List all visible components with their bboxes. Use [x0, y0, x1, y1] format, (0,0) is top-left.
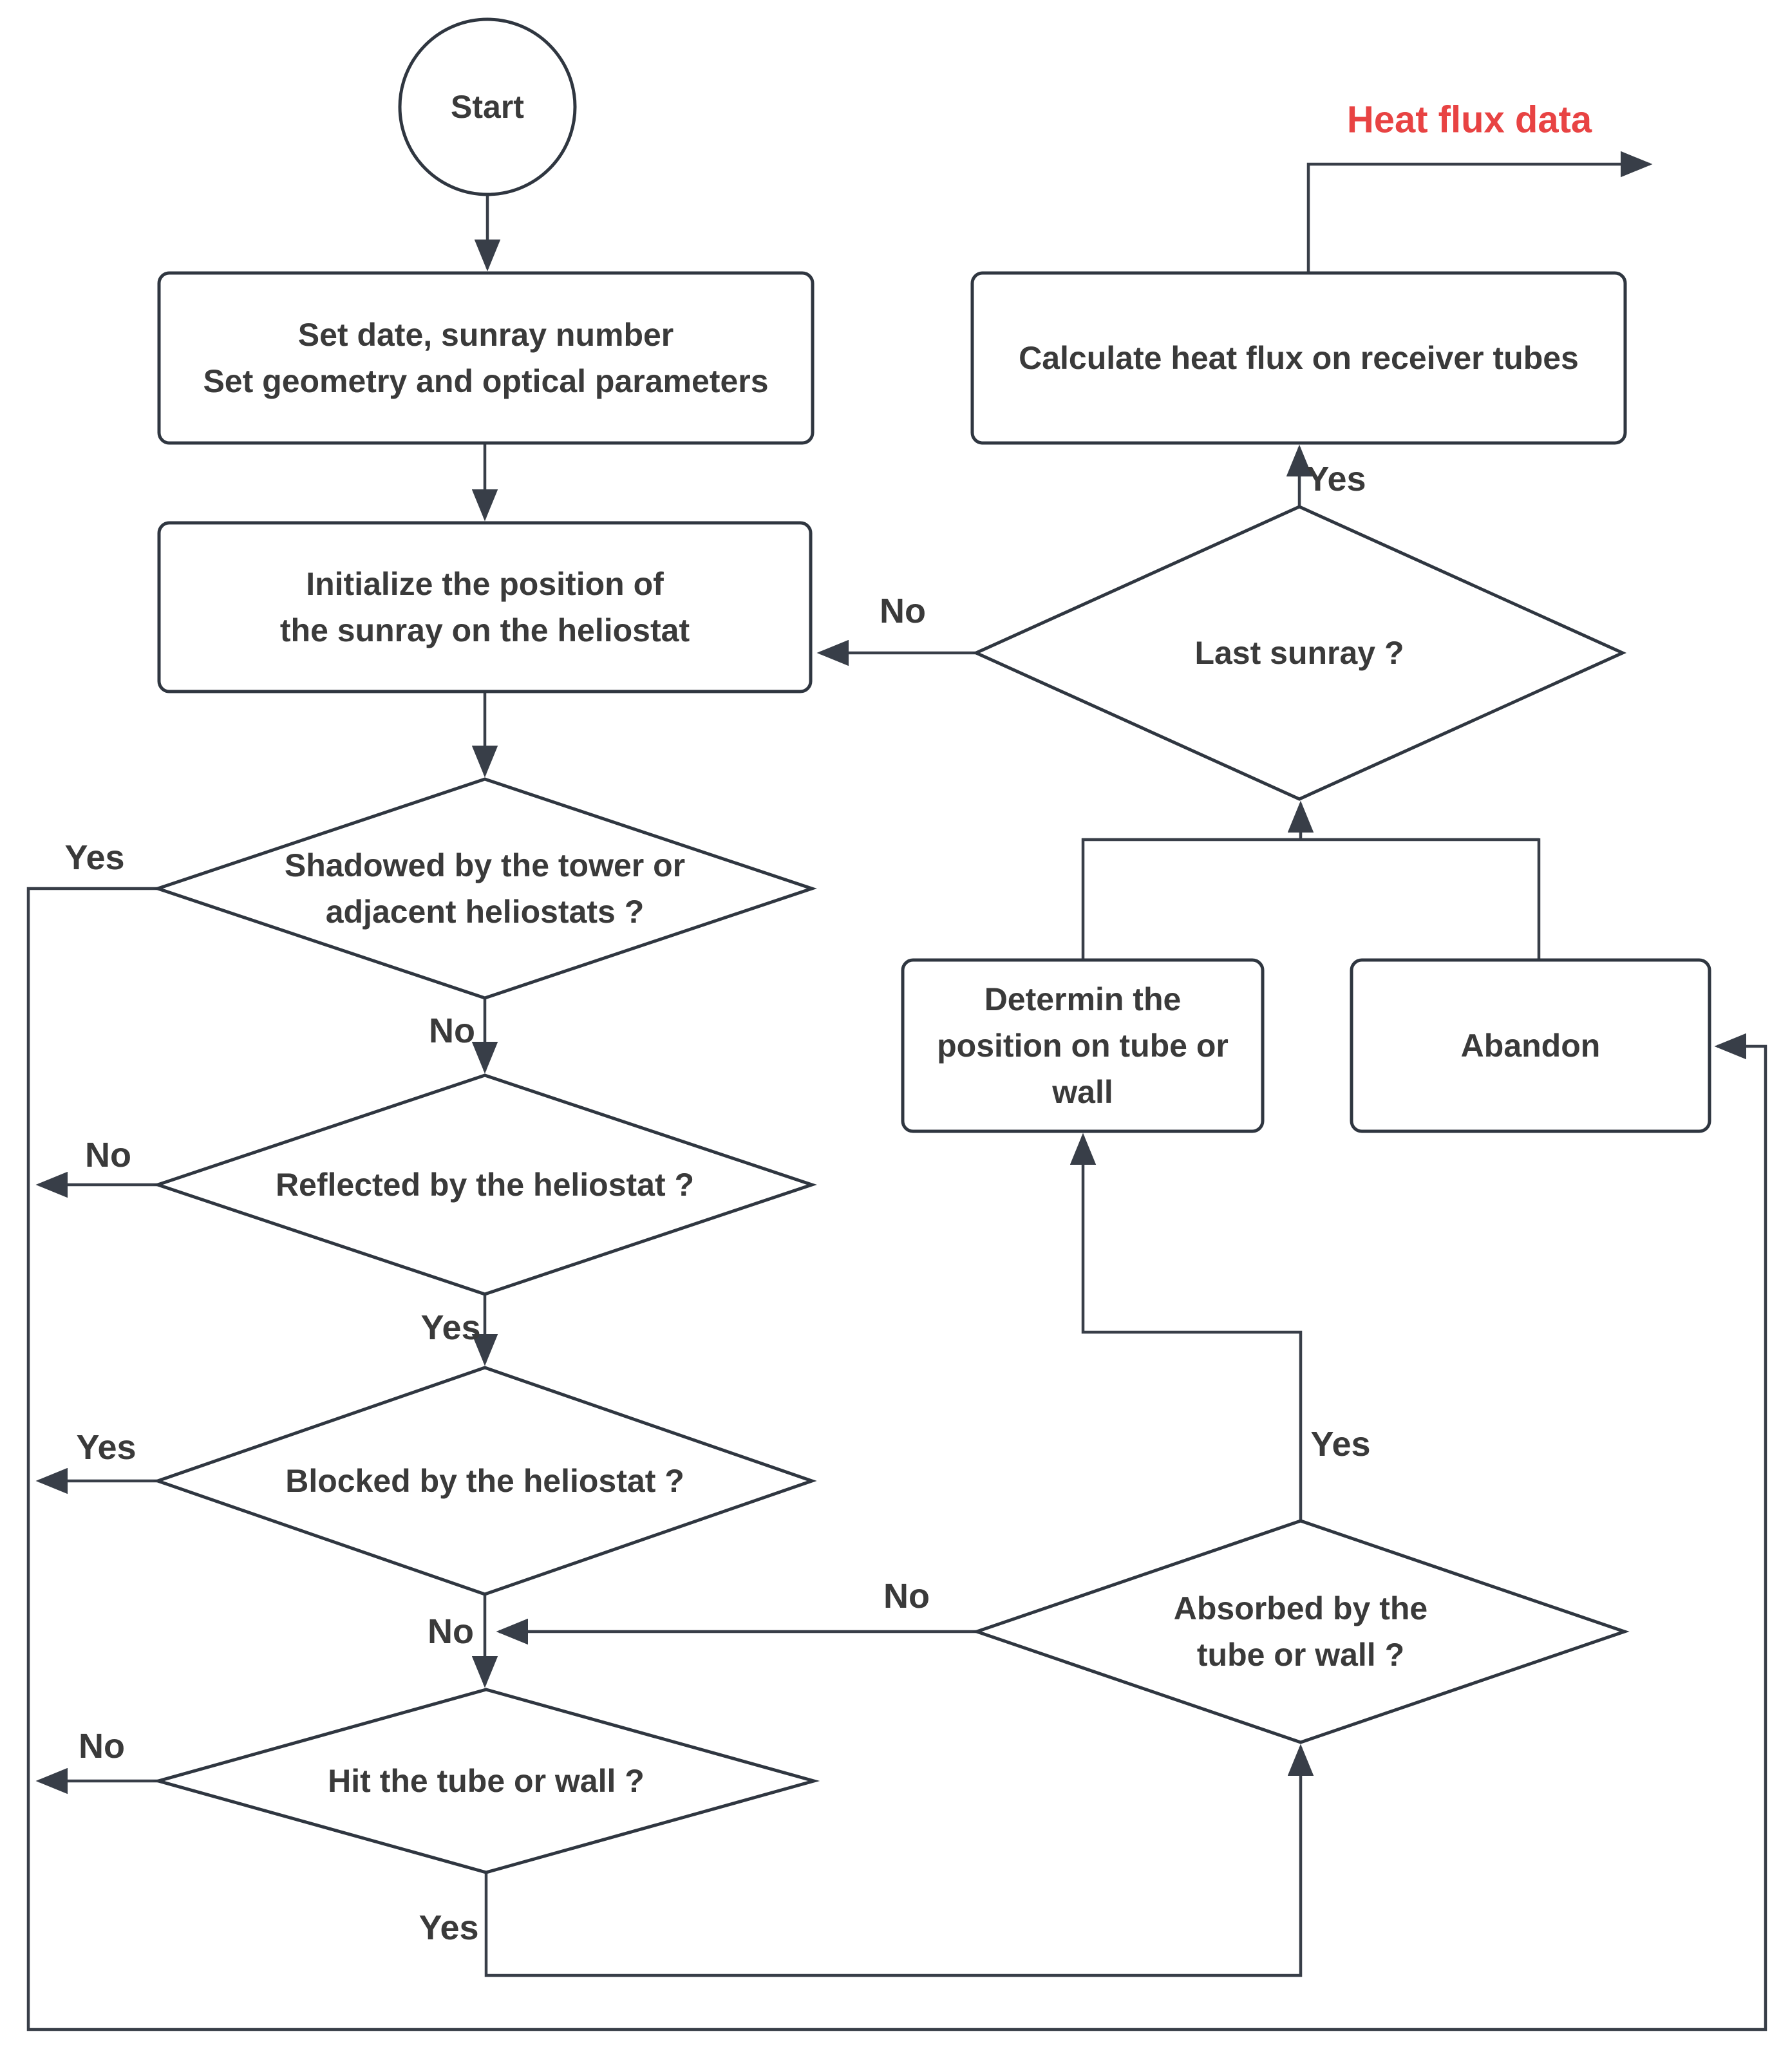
calculate-step-shape	[970, 271, 1627, 445]
label-absorbed-no: No	[883, 1577, 930, 1615]
label-reflected-no: No	[85, 1136, 131, 1174]
determin-step-shape	[901, 958, 1265, 1133]
calculate-step: Calculate heat flux on receiver tubes	[970, 271, 1627, 445]
start-terminal-shape	[398, 17, 577, 196]
start-terminal: Start	[398, 17, 577, 196]
label-shadowed-no: No	[429, 1012, 475, 1050]
hit-decision-label: Hit the tube or wall ?	[328, 1763, 645, 1799]
abandon-step-label: Abandon	[1461, 1028, 1601, 1064]
label-lastsunray-no: No	[880, 592, 926, 630]
blocked-decision: Blocked by the heliostat ?	[153, 1366, 817, 1596]
initialize-step-shape	[157, 521, 813, 693]
hit-decision-shape	[152, 1688, 820, 1874]
abandon-step-shape	[1350, 958, 1711, 1133]
label-blocked-no: No	[428, 1612, 474, 1651]
start-terminal-label: Start	[451, 89, 524, 125]
abandon-step: Abandon	[1350, 958, 1711, 1133]
reflected-decision-label: Reflected by the heliostat ?	[276, 1167, 694, 1203]
label-reflected-yes: Yes	[420, 1308, 480, 1347]
edge-abandon-outer-loop	[26, 887, 1767, 2031]
calculate-step-label: Calculate heat flux on receiver tubes	[1019, 340, 1579, 376]
absorbed-decision-shape	[972, 1519, 1630, 1744]
lastsunray-decision: Last sunray ?	[972, 505, 1627, 801]
reflected-decision: Reflected by the heliostat ?	[153, 1073, 817, 1296]
label-hit-yes: Yes	[419, 1908, 478, 1947]
label-heat-flux-data: Heat flux data	[1347, 99, 1592, 141]
edge-hit-yes-to-absorbed	[484, 1744, 1314, 1977]
label-shadowed-yes: Yes	[64, 838, 124, 877]
label-absorbed-yes: Yes	[1310, 1425, 1370, 1464]
hit-decision: Hit the tube or wall ?	[152, 1688, 820, 1874]
label-lastsunray-yes: Yes	[1306, 460, 1366, 498]
label-blocked-yes: Yes	[76, 1428, 136, 1467]
shadowed-decision-shape	[153, 777, 817, 1000]
label-hit-no: No	[79, 1727, 125, 1766]
blocked-decision-shape	[153, 1366, 817, 1596]
lastsunray-decision-shape	[972, 505, 1627, 801]
blocked-decision-label: Blocked by the heliostat ?	[285, 1463, 684, 1499]
set-parameters-step-shape	[157, 271, 815, 445]
edge-calculate-to-heatflux-output	[1306, 151, 1653, 273]
reflected-decision-shape	[153, 1073, 817, 1296]
lastsunray-decision-label: Last sunray ?	[1194, 635, 1404, 671]
edge-absorbed-yes-to-determin	[1069, 1133, 1303, 1521]
